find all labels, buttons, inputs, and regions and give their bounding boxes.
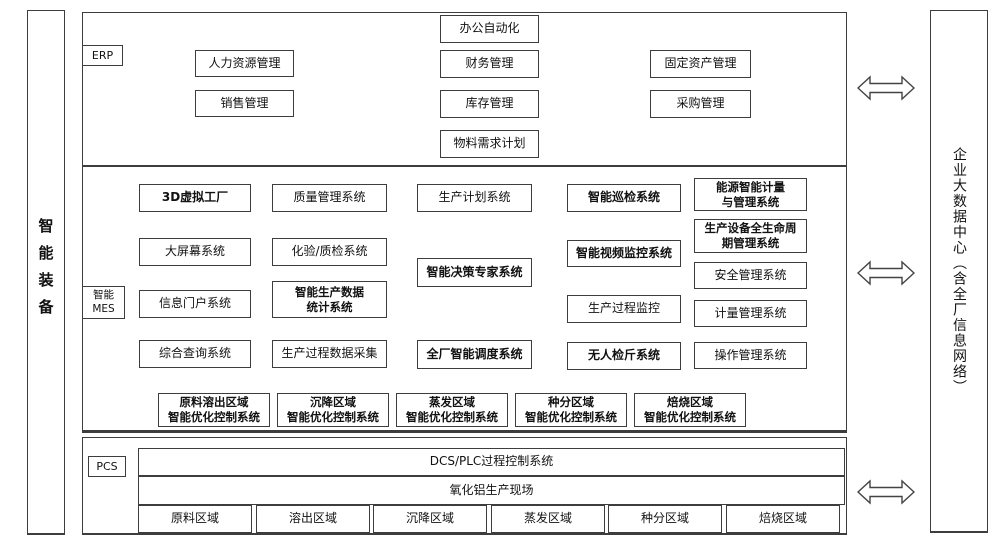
mes-section-tag: 智能 MES (82, 286, 125, 319)
pcs-box-dcs-plc: DCS/PLC过程控制系统 (138, 448, 845, 476)
mes-box-integrated-query: 综合查询系统 (139, 340, 251, 368)
mes-box-big-screen: 大屏幕系统 (139, 238, 251, 266)
mes-tag-line1: 智能 (93, 289, 114, 302)
mes-box-unmanned-weighing: 无人检斤系统 (567, 342, 681, 370)
mes-box-optim-roasting: 焙烧区域 智能优化控制系统 (634, 393, 746, 427)
mes-box-optim-raw-dissolution: 原料溶出区域 智能优化控制系统 (158, 393, 270, 427)
mes-box-video-surveillance: 智能视频监控系统 (567, 240, 681, 267)
erp-section-tag: ERP (82, 45, 123, 66)
double-arrow-icon (857, 75, 915, 101)
mes-box-quality-mgmt: 质量管理系统 (272, 184, 387, 212)
left-panel-intelligent-equipment: 智能装备 (27, 10, 65, 535)
pcs-region-dissolution: 溶出区域 (256, 505, 370, 533)
erp-box-office-automation: 办公自动化 (440, 15, 539, 43)
erp-box-inventory: 库存管理 (440, 90, 539, 118)
right-panel-label: 企业大数据中心（含全厂信息网络） (951, 147, 967, 395)
erp-box-material-requirements: 物料需求计划 (440, 130, 539, 158)
pcs-box-production-site: 氧化铝生产现场 (138, 476, 845, 505)
mes-box-smart-patrol: 智能巡检系统 (567, 184, 681, 212)
erp-box-hr: 人力资源管理 (195, 50, 294, 77)
mes-box-info-portal: 信息门户系统 (139, 290, 251, 318)
erp-box-finance: 财务管理 (440, 50, 539, 78)
pcs-region-settling: 沉降区域 (373, 505, 487, 533)
erp-box-fixed-assets: 固定资产管理 (650, 50, 751, 78)
mes-box-process-data-acquisition: 生产过程数据采集 (272, 340, 387, 368)
right-panel-big-data-center: 企业大数据中心（含全厂信息网络） (930, 10, 988, 533)
mes-box-lab-qc: 化验/质检系统 (272, 238, 387, 266)
mes-box-production-data-stats: 智能生产数据 统计系统 (272, 281, 387, 318)
pcs-region-evaporation: 蒸发区域 (491, 505, 605, 533)
mes-box-process-monitoring: 生产过程监控 (567, 295, 681, 323)
pcs-section-tag: PCS (88, 456, 126, 477)
mes-box-optim-settling: 沉降区域 智能优化控制系统 (277, 393, 389, 427)
erp-box-procurement: 采购管理 (650, 90, 751, 118)
mes-box-optim-evaporation: 蒸发区域 智能优化控制系统 (396, 393, 508, 427)
mes-box-decision-expert: 智能决策专家系统 (417, 258, 532, 287)
mes-box-3d-virtual-factory: 3D虚拟工厂 (139, 184, 251, 212)
mes-box-production-planning: 生产计划系统 (417, 184, 532, 212)
mes-tag-line2: MES (92, 302, 115, 315)
mes-box-operation-mgmt: 操作管理系统 (694, 342, 807, 369)
mes-box-safety-mgmt: 安全管理系统 (694, 262, 807, 289)
double-arrow-icon (857, 479, 915, 505)
erp-box-sales: 销售管理 (195, 90, 294, 117)
mes-box-energy-metering: 能源智能计量 与管理系统 (694, 178, 807, 211)
pcs-region-roasting: 焙烧区域 (726, 505, 840, 533)
mes-box-plant-dispatch: 全厂智能调度系统 (417, 340, 532, 369)
pcs-region-raw-material: 原料区域 (138, 505, 252, 533)
left-panel-label: 智能装备 (36, 218, 55, 326)
mes-box-optim-seed-precipitation: 种分区域 智能优化控制系统 (515, 393, 627, 427)
mes-box-metering-mgmt: 计量管理系统 (694, 300, 807, 327)
mes-box-equipment-lifecycle: 生产设备全生命周 期管理系统 (694, 219, 807, 253)
double-arrow-icon (857, 260, 915, 286)
pcs-region-seed-precipitation: 种分区域 (608, 505, 722, 533)
